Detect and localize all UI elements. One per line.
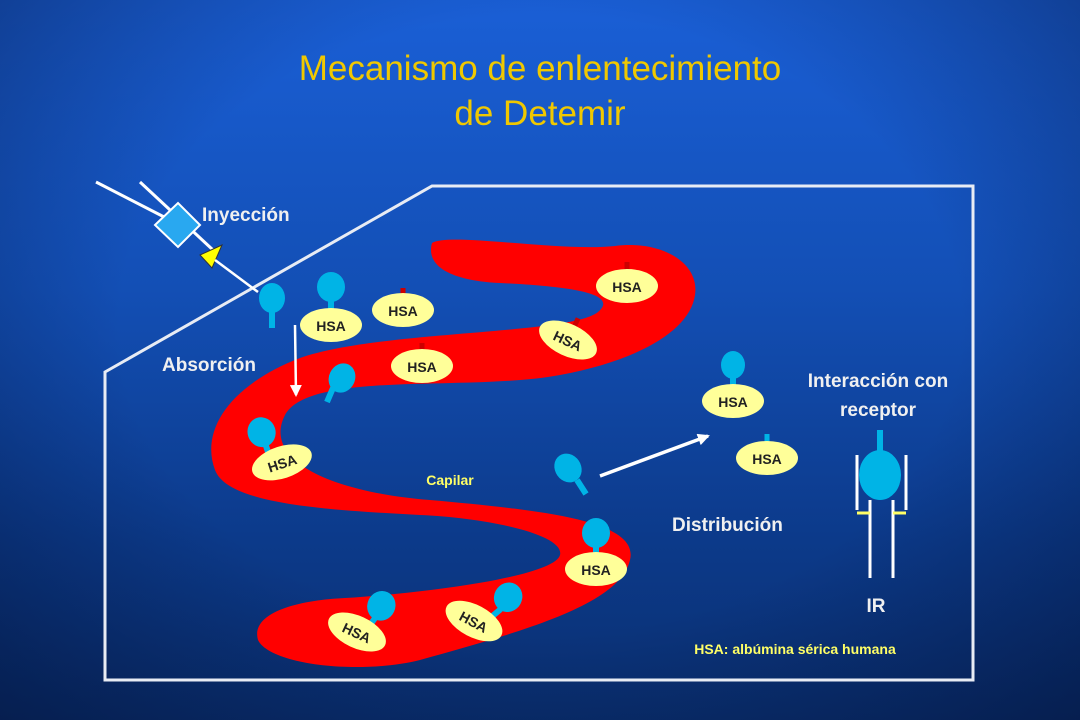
absorption-arrow [289, 324, 302, 397]
insulin-molecule-icon [324, 363, 356, 404]
hsa-label: HSA [752, 451, 782, 467]
injection-label: Inyección [202, 205, 290, 226]
hsa-label: HSA [718, 394, 748, 410]
hsa-insulin-complex: HSA [702, 351, 764, 418]
hsa-label: HSA [407, 359, 437, 375]
insulin-receptor-icon [855, 430, 908, 578]
hsa-complex: HSA [372, 288, 434, 327]
receptor-interaction-label-line2: receptor [840, 400, 917, 421]
insulin-molecule-icon [259, 283, 285, 328]
hsa-label: HSA [581, 562, 611, 578]
slide-title-line2: de Detemir [454, 94, 626, 133]
hsa-insulin-complex: HSA [328, 591, 396, 652]
hsa-complex: HSA [736, 434, 798, 475]
distribution-label: Distribución [672, 515, 783, 536]
hsa-insulin-complex: HSA [565, 518, 627, 586]
legend-text: HSA: albúmina sérica humana [694, 641, 896, 657]
receptor-label: IR [867, 596, 886, 617]
hsa-insulin-complex: HSA [247, 417, 312, 481]
hsa-label: HSA [316, 318, 346, 334]
slide-title-line1: Mecanismo de enlentecimiento [298, 49, 782, 88]
syringe-icon [95, 180, 259, 294]
hsa-label: HSA [388, 303, 418, 319]
receptor-interaction-label-line1: Interacción con [808, 371, 948, 392]
hsa-label: HSA [612, 279, 642, 295]
hsa-complex: HSA [391, 343, 453, 383]
capillary-label: Capilar [426, 472, 474, 488]
tissue-boundary [103, 184, 975, 682]
hsa-complex: HSA [596, 262, 658, 303]
distribution-arrow [599, 433, 710, 478]
hsa-complex: HSA [539, 317, 597, 360]
insulin-molecule-icon [554, 453, 589, 496]
hsa-insulin-complex: HSA [445, 582, 523, 642]
absorption-label: Absorción [162, 355, 256, 376]
hsa-insulin-complex: HSA [300, 272, 362, 342]
